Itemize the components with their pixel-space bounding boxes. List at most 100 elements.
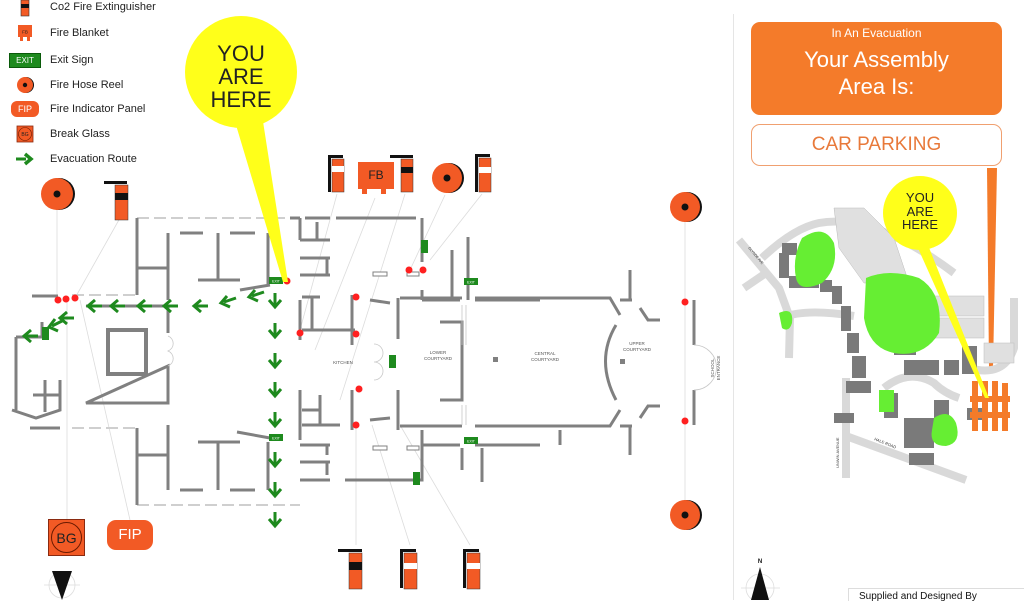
room-label-school-entrance-2: ENTRANCE [716, 356, 721, 381]
svg-text:FB: FB [22, 30, 28, 35]
alarm-points [54, 266, 689, 429]
legend-label: Co2 Fire Extinguisher [50, 1, 156, 13]
break-glass-label: BG [51, 522, 82, 553]
legend-label: Break Glass [50, 128, 110, 140]
credits: Supplied and Designed By [848, 588, 1024, 602]
room-label-central-courtyard-2: COURTYARD [531, 357, 560, 362]
room-label-central-courtyard-1: CENTRAL [534, 351, 556, 356]
co2-extinguisher-icon [390, 155, 414, 193]
evac-arrow-left [161, 298, 178, 314]
compass-icon [44, 571, 80, 600]
assembly-subtitle: In An Evacuation [831, 26, 922, 40]
legend-item-evac-route: Evacuation Route [8, 149, 137, 169]
exit-sign [421, 240, 428, 253]
evac-arrow-left [108, 298, 125, 314]
courtyard-arc [604, 324, 618, 401]
co2-extinguisher-icon [8, 0, 42, 17]
north-compass-icon: N [741, 559, 780, 600]
exit-signs: EXIT EXIT EXIT EXIT [42, 240, 478, 485]
water-extinguisher-icon [328, 155, 345, 193]
room-label-kitchen: KITCHEN [333, 360, 353, 365]
svg-text:BG: BG [21, 132, 28, 138]
svg-text:EXIT: EXIT [467, 281, 476, 285]
evac-arrow-down [267, 382, 283, 399]
exit-sign [413, 472, 420, 485]
water-extinguisher-icon [400, 549, 418, 590]
water-extinguisher-icon [475, 154, 492, 193]
exit-sign [42, 327, 49, 340]
water-extinguisher-icon [463, 549, 481, 590]
fire-hose-reel-icon [41, 178, 75, 210]
evac-arrow-down [267, 412, 283, 429]
room-label-lower-courtyard-2: COURTYARD [424, 356, 453, 361]
evac-arrow-down [267, 512, 283, 529]
assembly-title-line2: Area Is: [838, 74, 915, 99]
legend-label: Exit Sign [50, 54, 94, 66]
site-map: UNWIN AVENUE HALE ROAD GLYNDE AVE [735, 168, 1018, 484]
svg-text:EXIT: EXIT [467, 440, 476, 444]
windows [372, 271, 420, 451]
evac-arrow-left [21, 328, 38, 344]
walls [11, 216, 696, 505]
evac-arrow-left [85, 298, 102, 314]
legend-item-fire-blanket: FB Fire Blanket [8, 23, 109, 43]
legend-label: Fire Blanket [50, 27, 109, 39]
room-label-upper-courtyard-2: COURTYARD [623, 347, 652, 352]
break-glass-icon: BG [8, 124, 42, 144]
exit-sign: EXIT [464, 278, 478, 285]
evac-arrow-left [218, 295, 237, 309]
assembly-header: In An Evacuation Your Assembly Area Is: [751, 22, 1002, 115]
svg-text:EXIT: EXIT [272, 437, 281, 441]
assembly-pointer [987, 168, 997, 368]
you-are-here-label: YOU ARE HERE [210, 41, 272, 113]
supplied-by-label: Supplied and Designed By [859, 591, 977, 602]
compass-north-label: N [758, 559, 762, 565]
exit-sign-icon: EXIT [8, 50, 42, 70]
door-swings [166, 305, 717, 425]
legend-item-exit-sign: EXIT Exit Sign [8, 50, 93, 70]
evac-arrow-left [135, 298, 152, 314]
columns [493, 357, 625, 364]
fire-hose-reel-icon [670, 192, 702, 222]
evac-arrow-down [267, 482, 283, 499]
fire-hose-reel-icon [432, 163, 464, 193]
panel-divider [733, 14, 734, 600]
room-label-lower-courtyard-1: LOWER [430, 350, 447, 355]
evac-arrow-down [267, 293, 283, 310]
site-school-buildings [970, 381, 1010, 431]
assembly-area: CAR PARKING [751, 124, 1002, 166]
fire-indicator-panel-icon: FIP [107, 520, 153, 550]
room-label-school-entrance-1: SCHOOL [710, 358, 715, 378]
svg-text:EXIT: EXIT [272, 280, 281, 284]
site-you-are-here-pointer [909, 228, 989, 398]
road-label: UNWIN AVENUE [835, 437, 840, 468]
evac-arrow-left [46, 318, 65, 333]
evac-arrow-left [191, 298, 208, 314]
evac-arrow-down [267, 353, 283, 370]
site-you-are-here-label: YOU ARE HERE [901, 190, 939, 233]
exit-sign [389, 355, 396, 368]
co2-extinguisher-icon [104, 181, 129, 221]
room-label-upper-courtyard-1: UPPER [629, 341, 645, 346]
exit-sign: EXIT [269, 434, 283, 441]
you-are-here-pointer [233, 115, 288, 282]
evacuation-route-icon [8, 149, 42, 169]
site-lawns [779, 231, 958, 446]
exit-sign: EXIT [464, 437, 478, 444]
leader-lines [56, 193, 686, 546]
evac-arrow-left [246, 289, 265, 303]
legend-label: Fire Hose Reel [50, 79, 124, 91]
fire-blanket-icon: FB [358, 162, 394, 189]
evac-arrow-down [267, 323, 283, 340]
evac-arrow-left [57, 310, 74, 326]
legend-item-co2: Co2 Fire Extinguisher [8, 0, 156, 17]
legend-item-hose-reel: Fire Hose Reel [8, 75, 123, 95]
site-you-are-here-bubble [883, 176, 957, 250]
co2-extinguisher-icon [338, 549, 363, 590]
legend-item-fip: FIP Fire Indicator Panel [8, 99, 145, 119]
evac-arrow-down [267, 452, 283, 469]
legend-item-break-glass: BG Break Glass [8, 124, 110, 144]
floor-plan: KITCHEN LOWER COURTYARD CENTRAL COURTYAR… [11, 16, 721, 600]
assembly-title-line1: Your Assembly [804, 47, 949, 72]
fire-hose-reel-icon [670, 500, 702, 530]
